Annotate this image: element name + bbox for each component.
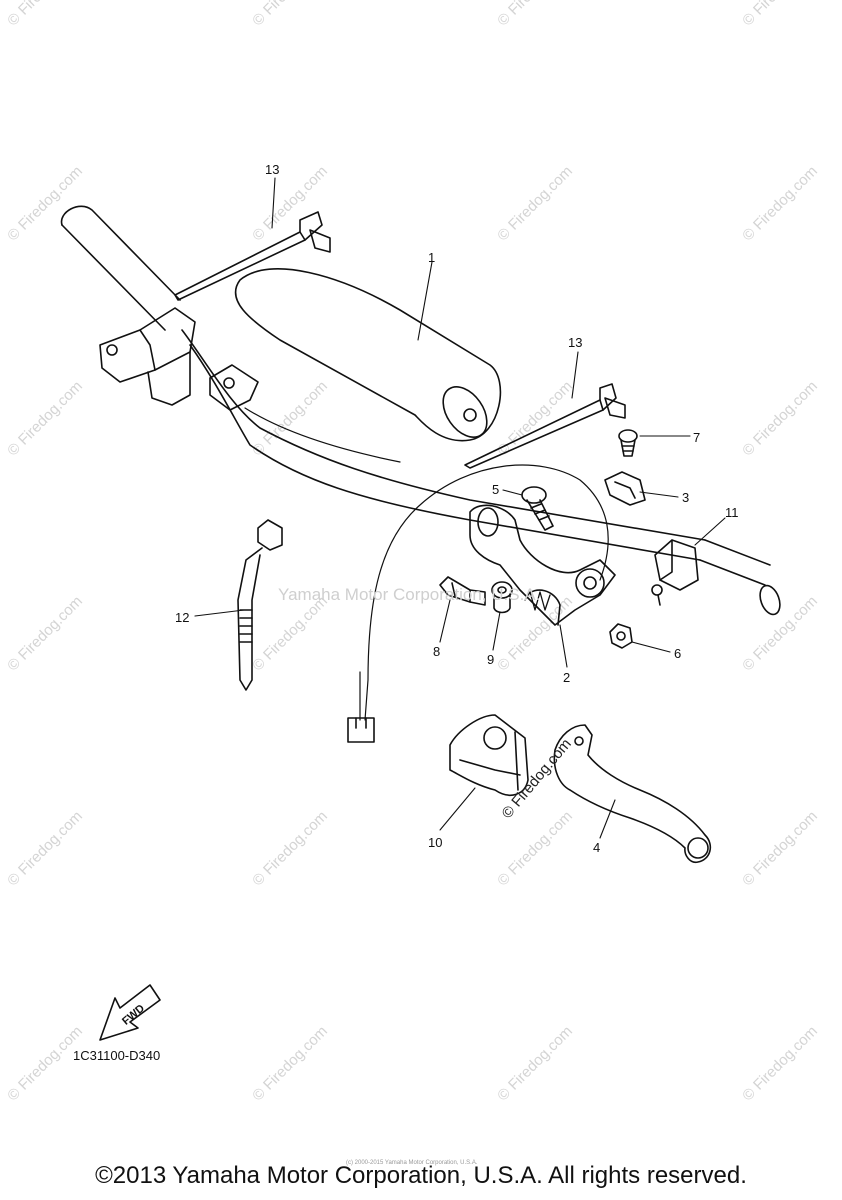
watermark-text: © Firedog.com [739,163,821,245]
leader-lines [194,177,726,839]
callout-6: 6 [674,646,682,661]
watermark-text: © Firedog.com [4,378,86,460]
band-upper [174,211,331,301]
switch-11 [651,539,699,606]
callout-7: 7 [693,430,701,445]
left-clamp [99,307,259,411]
watermark-text: © Firedog.com [4,1023,86,1105]
watermark-text: © Firedog.com [249,1023,331,1105]
watermark-text: © Firedog.com [249,378,331,460]
fine-print: (c) 2000-2015 Yamaha Motor Corporation, … [346,1160,478,1166]
clip-3 [604,471,646,506]
watermark-text: © Firedog.com [494,163,576,245]
center-watermark: Yamaha Motor Corporation, U.S.A. [278,585,541,604]
watermark-text: © Firedog.com [4,593,86,675]
lever-holder [469,504,616,626]
watermark-text: © Firedog.com [494,1023,576,1105]
lever-cover-10 [449,714,529,796]
callout-5: 5 [492,482,500,497]
adjuster-spring [524,591,551,611]
callout-8: 8 [433,644,441,659]
cable-tie-12 [237,519,283,691]
fwd-arrow [99,984,161,1041]
watermark-text: © Firedog.com [4,163,86,245]
copyright-footer: ©2013 Yamaha Motor Corporation, U.S.A. A… [95,1162,747,1189]
watermark-text: © Firedog.com [494,808,576,890]
watermark-text: © Firedog.com [4,0,86,29]
callout-13-upper: 13 [265,162,280,177]
callout-11: 11 [725,505,739,520]
watermark-text: © Firedog.com [494,0,576,29]
watermark-text: © Firedog.com [249,163,331,245]
watermark-text: © Firedog.com [494,378,576,460]
nut-6 [609,623,633,649]
callout-4: 4 [593,840,601,855]
watermark-layer: © Firedog.com © Firedog.com © Firedog.com ©… [4,0,821,1104]
diagram-code: 1C31100-D340 [73,1048,161,1063]
callout-10: 10 [428,835,443,850]
handlebar-pad [234,268,502,442]
callout-12: 12 [175,610,190,625]
clutch-cable [347,464,609,743]
bolt-8 [439,576,486,606]
callout-2: 2 [563,670,571,685]
bolt-5 [521,486,554,531]
watermark-text: © Firedog.com [739,0,821,29]
collar-9 [491,581,513,614]
watermark-text: © Firedog.com [249,0,331,29]
callout-9: 9 [487,652,495,667]
watermark-text: © Firedog.com [739,808,821,890]
watermark-text: © Firedog.com [739,1023,821,1105]
callout-13-right: 13 [568,335,583,350]
callout-3: 3 [682,490,690,505]
screw-7 [618,429,638,457]
watermark-text: © Firedog.com [249,808,331,890]
watermark-text: © Firedog.com [739,378,821,460]
band-right [464,383,626,469]
clutch-lever-4 [553,724,712,864]
watermark-text: © Firedog.com [4,808,86,890]
callout-1: 1 [428,250,436,265]
handlebar [60,205,781,616]
